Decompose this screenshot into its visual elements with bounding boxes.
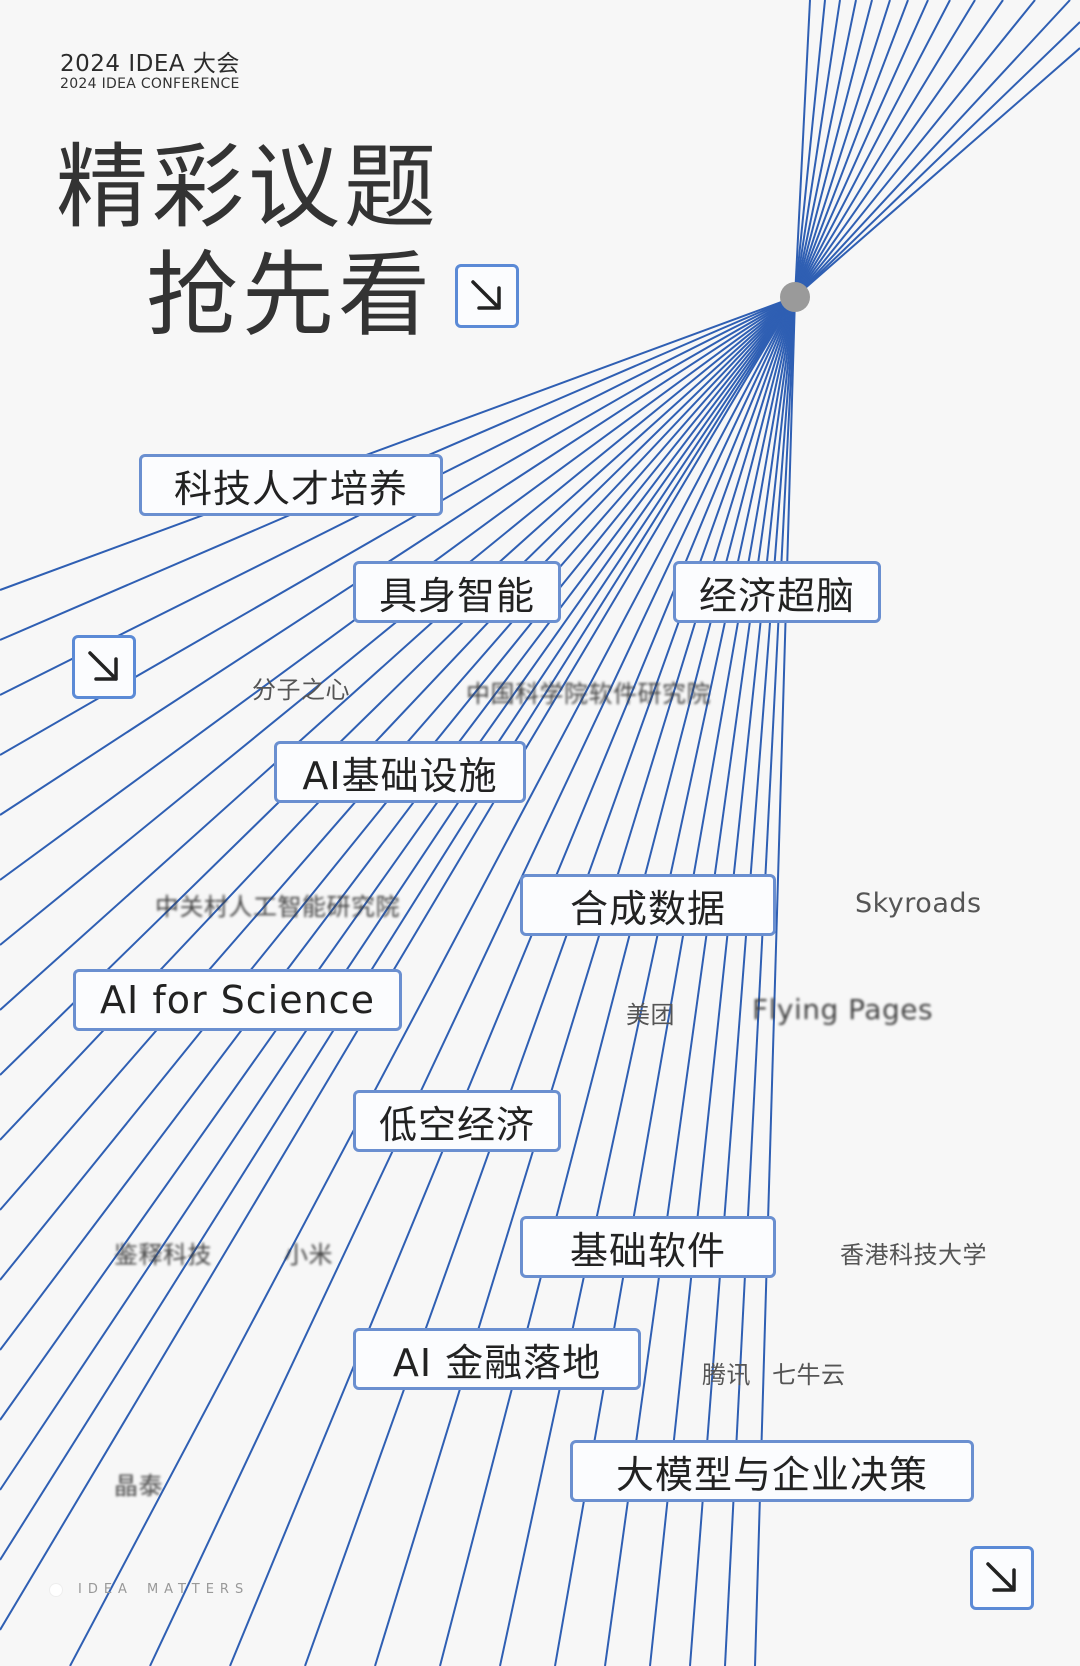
arrow-down-right-icon: [455, 264, 519, 328]
org-label: 小米: [284, 1241, 333, 1269]
org-label: Skyroads: [855, 888, 982, 919]
ray-line: [0, 296, 796, 816]
headline-line-2: 抢先看: [146, 242, 435, 349]
ray-line: [794, 0, 976, 298]
ray-line: [0, 296, 796, 1011]
ray-line: [0, 296, 796, 1421]
ray-line: [0, 296, 796, 1076]
topic-tag-talent[interactable]: 科技人才培养: [139, 454, 443, 516]
ray-line: [794, 0, 951, 298]
topic-tag-ai-infrastructure[interactable]: AI基础设施: [274, 741, 526, 803]
topic-tag-embodied-ai[interactable]: 具身智能: [353, 561, 561, 623]
arrow-down-right-icon: [72, 635, 136, 699]
ray-line: [69, 296, 796, 1666]
ray-line: [0, 296, 796, 1491]
ray-line: [649, 296, 796, 1666]
topic-tag-ai-finance[interactable]: AI 金融落地: [353, 1328, 641, 1390]
ray-line: [604, 296, 796, 1666]
topic-tag-synthetic-data[interactable]: 合成数据: [520, 874, 776, 936]
ray-line: [794, 0, 909, 298]
ray-line: [374, 296, 796, 1666]
ray-line: [794, 0, 1071, 298]
ray-line: [794, 0, 1004, 298]
ray-line: [689, 296, 796, 1666]
ray-line: [499, 296, 796, 1666]
org-label: 中关村人工智能研究院: [155, 893, 400, 921]
ray-line: [0, 296, 796, 1561]
org-label: 香港科技大学: [840, 1241, 987, 1269]
topic-tag-low-altitude-economy[interactable]: 低空经济: [353, 1090, 561, 1152]
ray-line: [0, 296, 796, 591]
topic-tag-basic-software[interactable]: 基础软件: [520, 1216, 776, 1278]
ray-line: [754, 296, 796, 1666]
ray-line: [794, 0, 841, 298]
topic-tag-ai-for-science[interactable]: AI for Science: [73, 969, 402, 1031]
conference-title: 2024 IDEA 大会: [60, 51, 240, 77]
ray-line: [794, 21, 1080, 298]
org-label: 七牛云: [772, 1361, 846, 1389]
org-label: 腾讯: [702, 1361, 751, 1389]
ray-line: [724, 296, 796, 1666]
ray-line: [304, 296, 796, 1666]
org-label: 中国科学院软件研究院: [466, 680, 711, 708]
headline-line-1: 精彩议题: [56, 134, 441, 241]
ray-line: [149, 296, 796, 1666]
footer-dot-icon: [50, 1583, 62, 1596]
org-label: 鉴释科技: [114, 1241, 212, 1269]
ray-line: [794, 0, 929, 298]
ray-line: [794, 0, 811, 298]
ray-line: [0, 296, 796, 1351]
ray-line: [794, 0, 873, 298]
ray-line: [794, 0, 891, 298]
ray-line: [794, 47, 1080, 298]
org-label: 分子之心: [252, 676, 350, 704]
ray-line: [229, 296, 796, 1666]
org-label: 晶泰: [114, 1472, 163, 1500]
footer-word-matters: MATTERS: [146, 1582, 250, 1597]
ray-line: [794, 0, 857, 298]
topic-tag-llm-enterprise[interactable]: 大模型与企业决策: [570, 1440, 974, 1502]
org-label: Flying Pages: [752, 993, 934, 1026]
org-label: 美团: [626, 1001, 675, 1029]
ray-line: [554, 296, 796, 1666]
ray-line: [794, 0, 1036, 298]
arrow-down-right-icon: [970, 1546, 1034, 1610]
footer-word-idea: IDEA: [78, 1582, 133, 1597]
topic-tag-economic-brain[interactable]: 经济超脑: [673, 561, 881, 623]
ray-line: [439, 296, 796, 1666]
focal-point-icon: [780, 282, 810, 312]
ray-line: [0, 296, 796, 1631]
conference-subtitle: 2024 IDEA CONFERENCE: [60, 76, 240, 92]
ray-line: [794, 0, 826, 298]
footer-slogan: IDEA MATTERS: [50, 1582, 249, 1597]
